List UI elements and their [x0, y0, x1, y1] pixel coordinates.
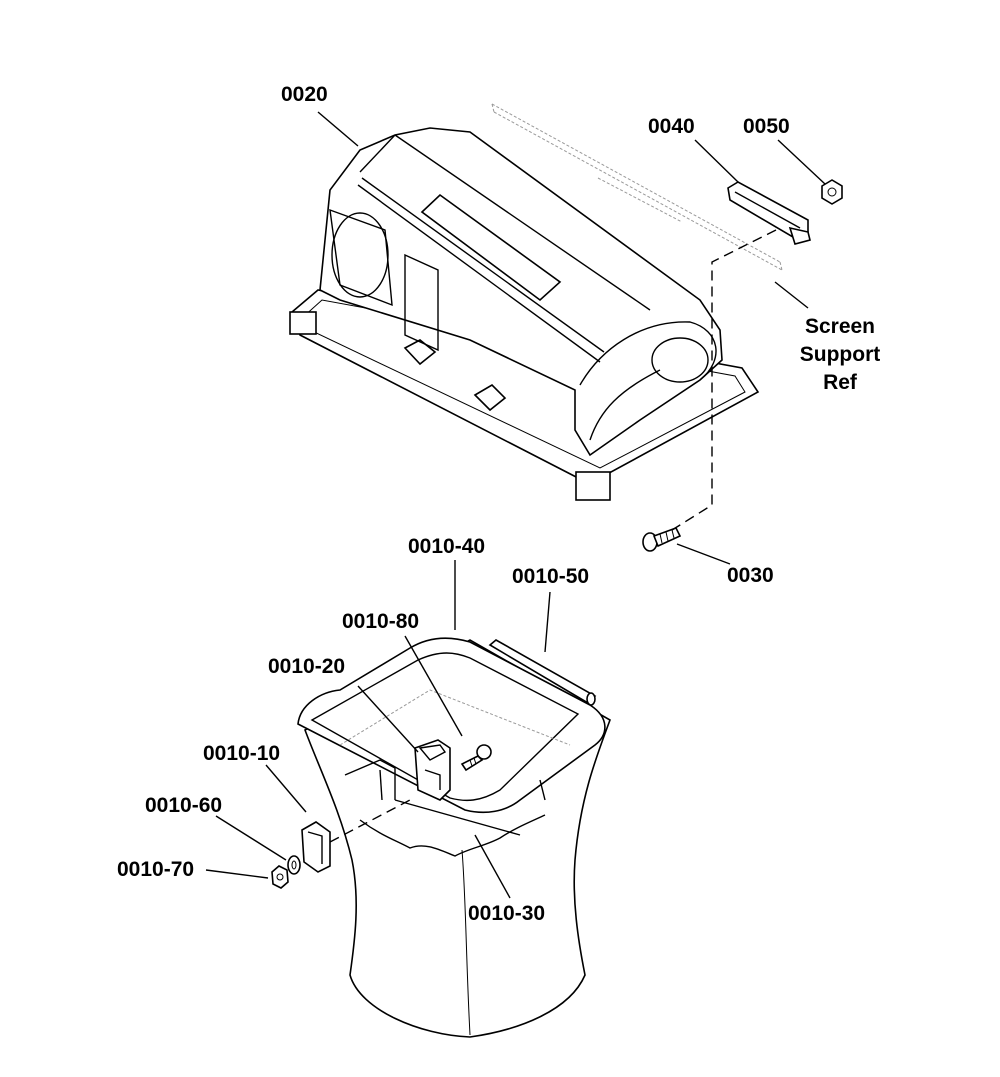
hood-housing [289, 127, 760, 501]
leader-screen-support [774, 281, 809, 309]
hood-top-panel [420, 193, 562, 302]
assembly-line-0030 [671, 229, 777, 531]
leader-0010-80 [404, 635, 463, 737]
label-0050: 0050 [743, 115, 790, 138]
grass-bag [297, 637, 611, 1038]
leader-0010-50 [544, 591, 551, 653]
hood-left-opening [331, 212, 389, 298]
leader-0010-10 [265, 764, 307, 813]
leader-0010-60 [215, 815, 287, 861]
hood-foot-left [289, 311, 317, 335]
hood-clip-1 [403, 339, 437, 366]
washer-0010-60 [287, 855, 301, 875]
bolt-0030 [642, 527, 682, 552]
clip-0010-10 [301, 821, 331, 873]
leader-0040 [694, 139, 739, 183]
label-0010-10: 0010-10 [203, 742, 280, 765]
screen-support-ghost [491, 103, 783, 271]
leader-0010-30 [474, 834, 511, 899]
label-0010-30: 0010-30 [468, 902, 545, 925]
hood-foot-front [575, 471, 611, 501]
leader-0010-20 [357, 685, 419, 753]
bracket-0040 [727, 181, 811, 245]
label-0010-70: 0010-70 [117, 858, 194, 881]
label-screen-line1: Screen [805, 315, 875, 338]
rod-0010-50 [488, 639, 597, 706]
label-0010-60: 0010-60 [145, 794, 222, 817]
leader-0050 [777, 139, 826, 185]
leader-0020 [317, 111, 359, 147]
label-0010-20: 0010-20 [268, 655, 345, 678]
label-0030: 0030 [727, 564, 774, 587]
label-screen-line2: Support [800, 343, 880, 366]
label-0010-50: 0010-50 [512, 565, 589, 588]
label-screen-line3: Ref [823, 371, 858, 394]
screw-0010-80 [460, 744, 492, 772]
label-0020: 0020 [281, 83, 328, 106]
nut-0050 [821, 179, 843, 205]
nut-0010-70 [271, 865, 289, 889]
leader-0010-70 [205, 869, 269, 879]
label-0040: 0040 [648, 115, 695, 138]
label-0010-40: 0010-40 [408, 535, 485, 558]
hood-clip-2 [473, 383, 507, 412]
leader-0030 [676, 543, 731, 565]
latch-0010-20 [414, 739, 451, 801]
label-0010-80: 0010-80 [342, 610, 419, 633]
